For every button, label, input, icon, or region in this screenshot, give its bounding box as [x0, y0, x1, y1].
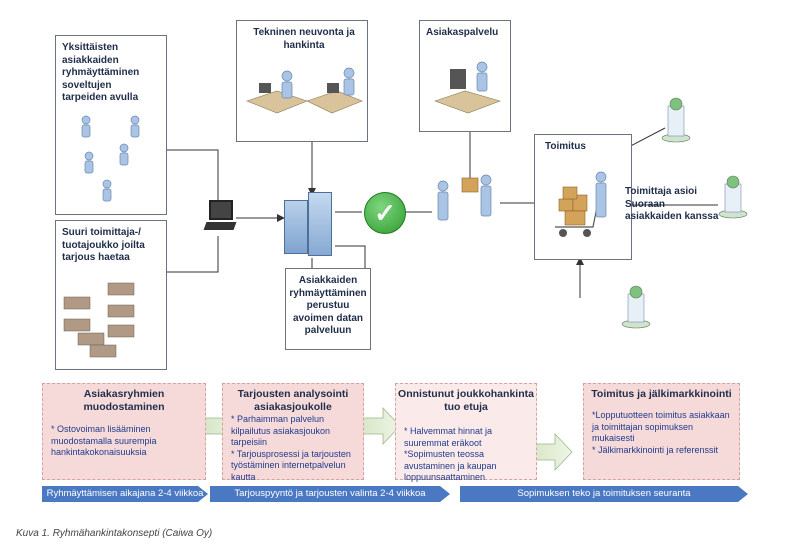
open-data-label: Asiakkaiden ryhmäyttäminen perustuu avoi…: [289, 275, 367, 336]
customer-group-box: Yksittäisten asiakkaiden ryhmäyttäminen …: [55, 35, 167, 215]
timeline-arrow: Tarjouspyyntö ja tarjousten valinta 2-4 …: [210, 484, 450, 504]
open-data-box: Asiakkaiden ryhmäyttäminen perustuu avoi…: [285, 268, 371, 350]
delivery-box: Toimitus: [534, 134, 632, 260]
supplier-direct-label: Toimittaja asioi Suoraan asiakkaiden kan…: [625, 186, 719, 222]
figure-caption: Kuva 1. Ryhmähankintakonsepti (Caiwa Oy): [16, 528, 213, 539]
timeline-arrow: Sopimuksen teko ja toimituksen seuranta: [460, 484, 748, 504]
timeline-arrow: Ryhmäyttämisen aikajana 2-4 viikkoa: [42, 484, 208, 504]
stage-body: *Lopputuotteen toimitus asiakkaan ja toi…: [592, 410, 730, 455]
stage-successful-purchase: Onnistunut joukkohankinta tuo etuja * Ha…: [395, 383, 537, 482]
timeline-label: Tarjouspyyntö ja tarjousten valinta 2-4 …: [234, 488, 426, 499]
timeline-label: Sopimuksen teko ja toimituksen seuranta: [517, 488, 691, 499]
person-icon: [81, 115, 140, 202]
supplier-group-box: Suuri toimittaja-/ tuotajoukko joilta ta…: [55, 220, 167, 370]
customer-service-box: Asiakaspalvelu: [419, 20, 511, 132]
delivery-cart-icon: [555, 171, 607, 237]
tech-advice-box: Tekninen neuvonta ja hankinta: [236, 20, 368, 142]
stage-title: Toimitus ja jälkimarkkinointi: [591, 388, 732, 400]
customer-group-label: Yksittäisten asiakkaiden ryhmäyttäminen …: [62, 42, 140, 103]
server-icon: [284, 192, 334, 256]
stage-title: Asiakasryhmien muodostaminen: [83, 388, 165, 413]
stage-body: * Parhaimman palvelun kilpailutus asiaka…: [231, 414, 351, 482]
desk-worker-icon: [246, 67, 363, 114]
person-group-icon: [63, 282, 135, 358]
stage-title: Onnistunut joukkohankinta tuo etuja: [398, 388, 534, 413]
stage-group-formation: Asiakasryhmien muodostaminen * Ostovoima…: [42, 383, 206, 480]
stage-delivery-aftermarket: Toimitus ja jälkimarkkinointi *Lopputuot…: [583, 383, 740, 480]
delivery-label: Toimitus: [545, 141, 586, 152]
customer-service-label: Asiakaspalvelu: [426, 27, 499, 38]
stage-offer-analysis: Tarjousten analysointi asiakasjoukolle *…: [222, 383, 364, 482]
supplier-group-label: Suuri toimittaja-/ tuotajoukko joilta ta…: [62, 227, 145, 263]
stage-title: Tarjousten analysointi asiakasjoukolle: [237, 388, 349, 413]
tech-advice-label: Tekninen neuvonta ja hankinta: [253, 27, 355, 51]
computer-icon: [203, 200, 237, 234]
timeline-label: Ryhmäyttämisen aikajana 2-4 viikkoa: [46, 488, 204, 499]
checkmark-icon: ✓: [364, 192, 406, 234]
stage-body: * Ostovoiman lisääminen muodostamalla su…: [51, 424, 157, 457]
support-agent-icon: [434, 61, 501, 114]
stage-body: * Halvemmat hinnat ja suuremmat eräkoot …: [404, 426, 497, 482]
